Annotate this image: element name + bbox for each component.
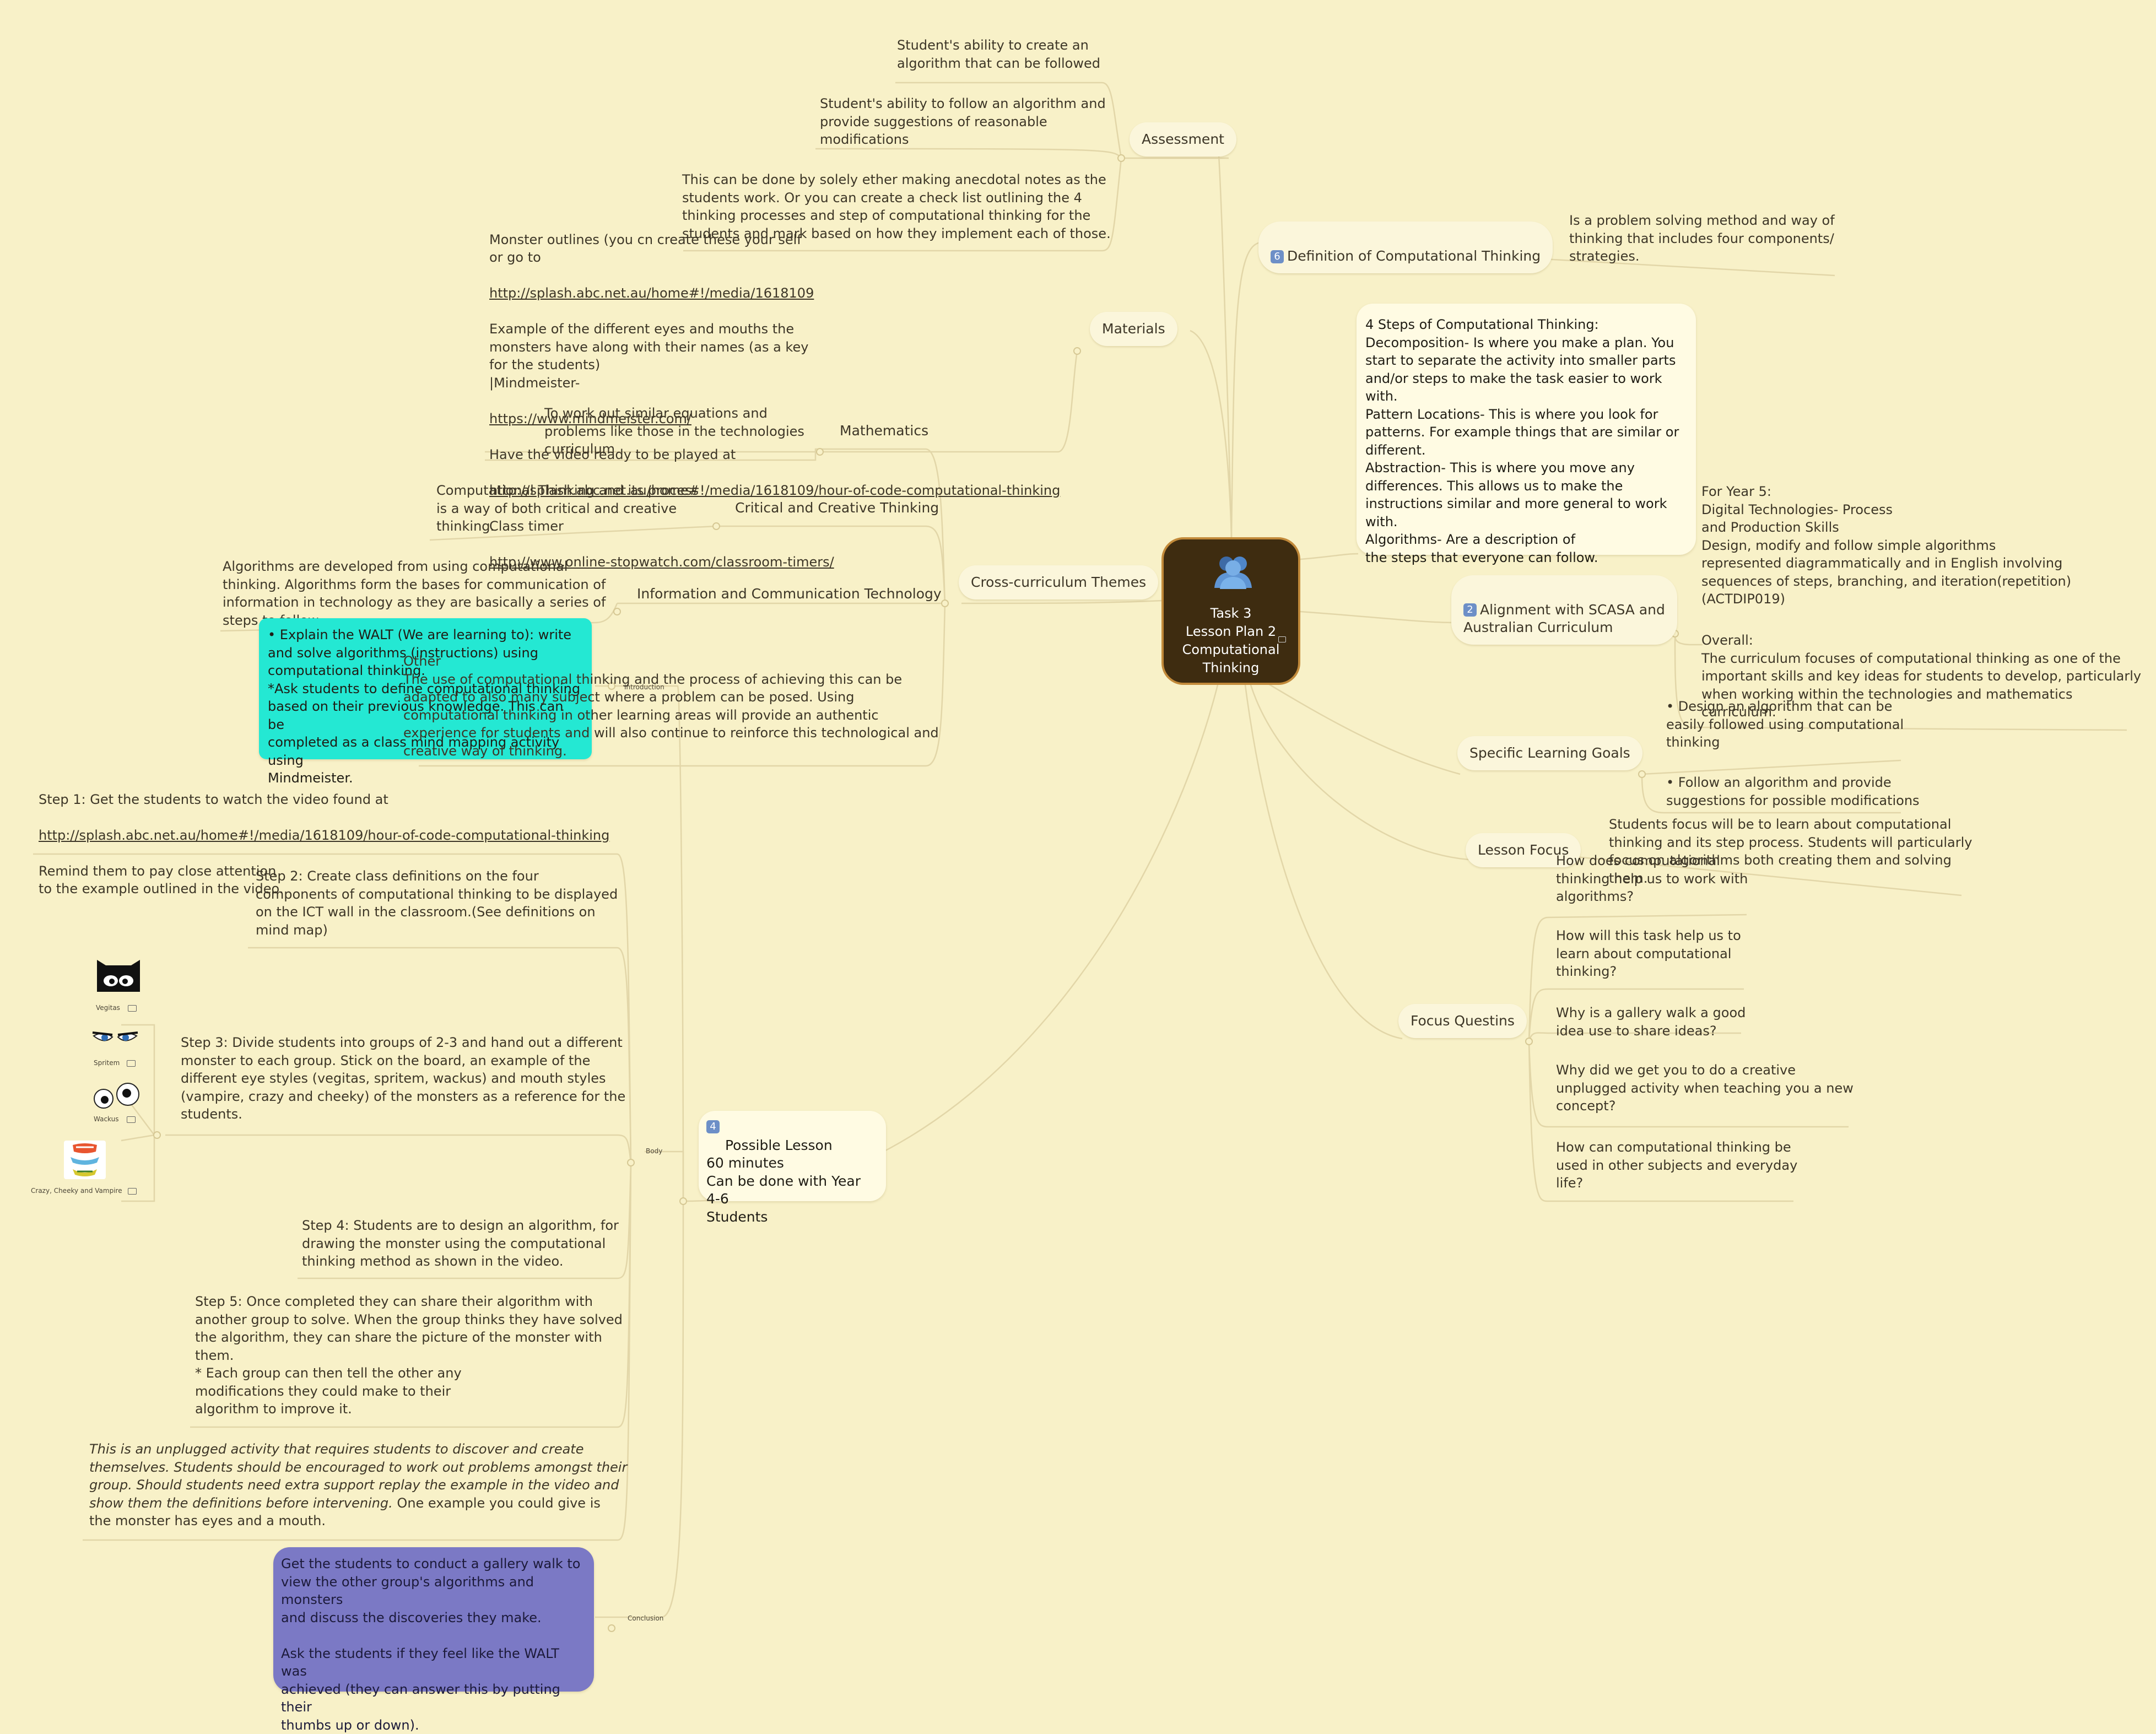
step-2[interactable]: Step 2: Create class definitions on the … [256, 868, 618, 938]
image-icon [1278, 636, 1286, 642]
materials-list[interactable]: Monster outlines (you cn create these yo… [489, 213, 1060, 571]
subtopic-mathematics[interactable]: Mathematics [840, 423, 929, 439]
topic-assessment[interactable]: Assessment [1130, 122, 1236, 156]
image-icon [128, 1188, 137, 1195]
topic-definition-label: Definition of Computational Thinking [1287, 248, 1541, 264]
goal-design[interactable]: • Design an algorithm that can be easily… [1666, 699, 1904, 750]
wackus-icon [94, 1083, 139, 1109]
number-badge: 6 [1271, 250, 1284, 263]
users-icon [1214, 557, 1252, 589]
step-3[interactable]: Step 3: Divide students into groups of 2… [181, 1035, 626, 1122]
step-1[interactable]: Step 1: Get the students to watch the vi… [39, 773, 609, 898]
lesson-focus-text[interactable]: Students focus will be to learn about co… [1609, 817, 1973, 886]
conclusion-box[interactable]: Get the students to conduct a gallery wa… [273, 1547, 594, 1733]
step-1-link[interactable]: http://splash.abc.net.au/home#!/media/16… [39, 827, 610, 843]
spritem-icon [92, 1031, 138, 1041]
central-topic-title: Task 3 Lesson Plan 2 Computational Think… [1182, 606, 1280, 676]
central-topic[interactable]: Task 3 Lesson Plan 2 Computational Think… [1161, 537, 1300, 685]
question-5[interactable]: How can computational thinking be used i… [1556, 1139, 1798, 1191]
number-badge: 4 [706, 1120, 720, 1133]
image-icon [128, 1005, 137, 1012]
teacher-note-italic: This is an unplugged activity that requi… [89, 1441, 628, 1511]
four-steps-card[interactable]: 4 Steps of Computational Thinking: Decom… [1357, 304, 1696, 565]
mathematics-text[interactable]: To work out similar equations and proble… [544, 406, 804, 457]
image-icon [127, 1060, 136, 1067]
materials-video: Have the video ready to be played at [489, 446, 736, 462]
introduction-box[interactable]: • Explain the WALT (We are learning to):… [259, 618, 592, 786]
conclusion-label: Conclusion [628, 1614, 664, 1622]
teacher-note-example: One example you could give is the monste… [89, 1495, 601, 1529]
assessment-item-follow[interactable]: Student's ability to follow an algorithm… [820, 96, 1106, 147]
vegitas-icon [97, 960, 140, 992]
spritem-caption: Spritem [94, 1059, 120, 1067]
other-text[interactable]: Other The use of computational thinking … [403, 653, 939, 759]
assessment-item-create[interactable]: Student's ability to create an algorithm… [897, 37, 1100, 71]
step-1-reminder: Remind them to pay close attention to th… [39, 863, 284, 897]
subtopic-critical-thinking[interactable]: Critical and Creative Thinking [735, 500, 939, 516]
wackus-image[interactable] [90, 1082, 141, 1112]
step-1-text: Step 1: Get the students to watch the vi… [39, 791, 388, 807]
subtopic-ict[interactable]: Information and Communication Technology [637, 586, 942, 602]
materials-examples: Example of the different eyes and mouths… [489, 321, 809, 391]
number-badge: 2 [1463, 603, 1477, 617]
introduction-label: Introduction [624, 683, 664, 691]
vegitas-caption: Vegitas [96, 1004, 120, 1012]
mouths-caption: Crazy, Cheeky and Vampire [31, 1187, 122, 1195]
critical-thinking-text[interactable]: Computational Thinking and its process i… [436, 483, 699, 534]
mouths-icon [64, 1141, 106, 1179]
topic-lesson-focus[interactable]: Lesson Focus [1466, 833, 1581, 867]
vegitas-image[interactable] [95, 958, 142, 996]
alignment-year5[interactable]: For Year 5: Digital Technologies- Proces… [1701, 484, 2072, 607]
materials-outlines: Monster outlines (you cn create these yo… [489, 231, 802, 266]
topic-cross-curriculum[interactable]: Cross-curriculum Themes [959, 565, 1159, 599]
materials-video-link[interactable]: http://splash.abc.net.au/home#!/media/16… [489, 482, 1061, 498]
materials-timer-link[interactable]: http://www.online-stopwatch.com/classroo… [489, 554, 834, 570]
step-5[interactable]: Step 5: Once completed they can share th… [195, 1294, 623, 1417]
alignment-overall[interactable]: Overall: The curriculum focuses of compu… [1701, 633, 2142, 720]
step-4[interactable]: Step 4: Students are to design an algori… [302, 1218, 619, 1269]
topic-focus-questions[interactable]: Focus Questins [1398, 1004, 1527, 1038]
wackus-caption: Wackus [94, 1115, 119, 1123]
topic-materials[interactable]: Materials [1090, 312, 1177, 346]
materials-outlines-link[interactable]: http://splash.abc.net.au/home#!/media/16… [489, 285, 814, 301]
mindmeister-link[interactable]: https://www.mindmeister.com/ [489, 410, 691, 426]
goal-follow[interactable]: • Follow an algorithm and provide sugges… [1666, 775, 1920, 808]
image-icon [127, 1116, 136, 1123]
assessment-item-method[interactable]: This can be done by solely ether making … [682, 172, 1111, 241]
question-1[interactable]: How does computational thinking help us … [1556, 853, 1748, 904]
question-2[interactable]: How will this task help us to learn abou… [1556, 928, 1741, 979]
topic-possible-lesson-label: Possible Lesson 60 minutes Can be done w… [706, 1137, 861, 1225]
question-4[interactable]: Why did we get you to do a creative unpl… [1556, 1062, 1854, 1114]
question-3[interactable]: Why is a gallery walk a good idea use to… [1556, 1005, 1746, 1039]
spritem-image[interactable] [90, 1028, 140, 1052]
materials-timer: Class timer [489, 518, 564, 534]
teacher-note[interactable]: This is an unplugged activity that requi… [89, 1440, 627, 1530]
body-label: Body [646, 1147, 663, 1155]
ict-text[interactable]: Algorithms are developed from using comp… [223, 559, 606, 628]
topic-learning-goals[interactable]: Specific Learning Goals [1457, 736, 1642, 770]
topic-alignment-label: Alignment with SCASA and Australian Curr… [1463, 602, 1665, 635]
definition-text[interactable]: Is a problem solving method and way of t… [1569, 213, 1835, 264]
mouths-image[interactable] [63, 1139, 107, 1182]
